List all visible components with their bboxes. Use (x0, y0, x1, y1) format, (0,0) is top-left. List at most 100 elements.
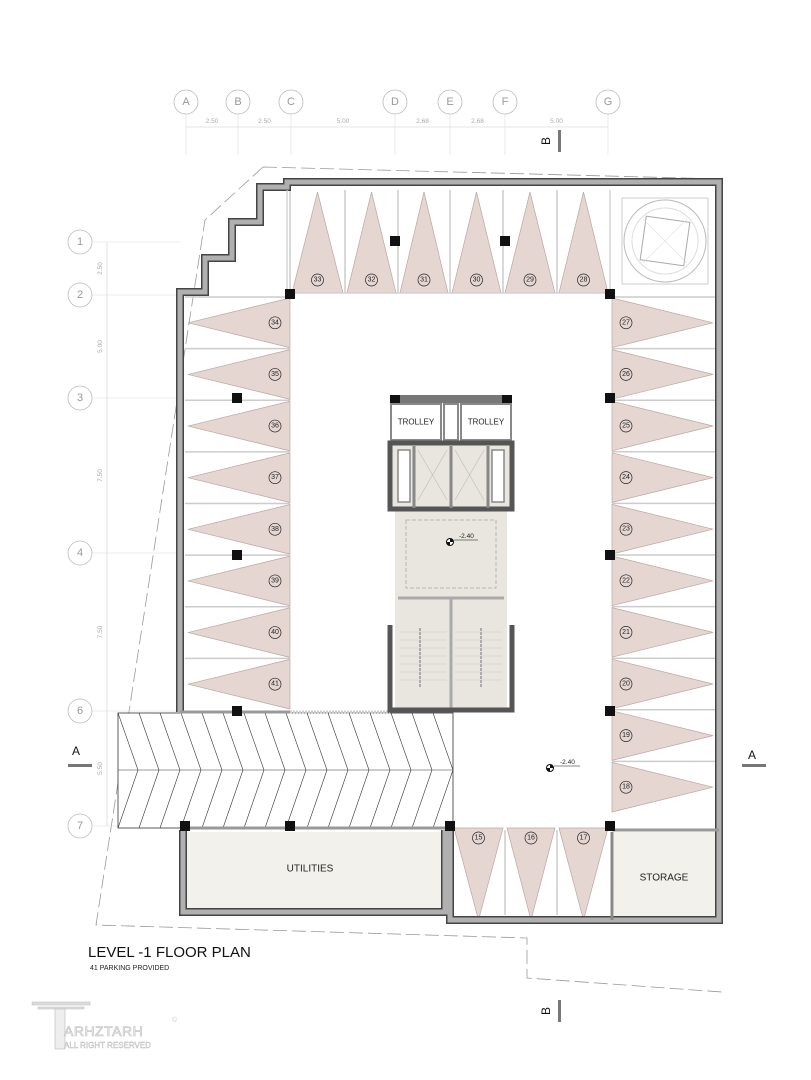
stall-number-circle (619, 419, 633, 433)
ramp-chevron (411, 712, 433, 829)
arhztarh-logo: ARHZTARH ALL RIGHT RESERVED © (31, 1001, 178, 1050)
stall-marking (611, 761, 714, 813)
stall-number: 25 (622, 423, 630, 430)
parking-stall: 35 (187, 349, 291, 400)
parking-stall: 33 (291, 191, 344, 294)
grid-bubble-row (67, 229, 93, 255)
grid-row-dim: 7.50 (97, 469, 104, 482)
ramp-chevron (243, 712, 265, 829)
grid-row-label: 4 (77, 547, 83, 559)
stall-number: 32 (368, 277, 376, 284)
plan-title: LEVEL -1 FLOOR PLAN (88, 944, 251, 961)
utilities-room (185, 832, 443, 912)
stall-number-circle (268, 316, 282, 330)
stall-number: 31 (420, 277, 428, 284)
ramp-chevron (159, 712, 181, 829)
column (232, 550, 242, 560)
section-marker-left: A (68, 744, 92, 767)
grid-col-dim: 5.00 (337, 118, 350, 125)
parking-stall: 20 (611, 658, 714, 710)
svg-text:A: A (72, 744, 80, 758)
column (605, 289, 615, 299)
grid-bubble-row (67, 540, 93, 566)
stall-number-circle (268, 471, 282, 485)
ramp-chevron (180, 712, 202, 829)
grid-row-dim: 5.00 (97, 340, 104, 353)
parking-stall: 24 (611, 452, 714, 503)
plan-subtitle: 41 PARKING PROVIDED (90, 965, 169, 972)
stall-marking (611, 452, 714, 503)
stall-number: 22 (622, 577, 630, 584)
ramp-chevron (222, 712, 244, 829)
stall-marking (506, 827, 556, 922)
stall-number-circle (311, 273, 324, 287)
grid-col-label: F (502, 96, 509, 108)
parking-stall: 23 (611, 503, 714, 555)
stall-number-circle (577, 831, 590, 845)
grid-col-dim: 2.68 (416, 118, 429, 125)
svg-text:©: © (172, 1016, 178, 1024)
stall-number-circle (619, 316, 633, 330)
trolley-right-label: TROLLEY (468, 418, 505, 427)
parking-stall: 31 (399, 191, 449, 294)
parking-stall: 32 (346, 191, 397, 294)
grid-bubble-col (437, 89, 463, 115)
stall-marking (187, 297, 291, 349)
column (605, 550, 615, 560)
spiral-stair (621, 197, 709, 285)
stall-number-circle (619, 522, 633, 536)
stall-number-circle (523, 273, 537, 287)
grid-bubble-row (67, 385, 93, 411)
grid-col-dim: 2.50 (206, 118, 219, 125)
parking-stall: 26 (611, 349, 714, 400)
stall-number: 37 (271, 474, 279, 481)
stall-number: 17 (580, 835, 588, 842)
stall-marking (611, 503, 714, 555)
parking-stall: 19 (611, 710, 714, 761)
exterior-walls (176, 178, 723, 924)
stall-number-circle (619, 626, 633, 639)
structural-columns (180, 236, 615, 831)
stall-number-circle (524, 831, 538, 845)
column (180, 821, 190, 831)
parking-stall: 39 (187, 555, 291, 607)
parking-stall: 34 (187, 297, 291, 349)
section-marker-bottom: B (539, 1000, 561, 1022)
column (390, 236, 400, 246)
parking-stall: 18 (611, 761, 714, 813)
parking-stall: 40 (187, 607, 291, 658)
storage-label: STORAGE (640, 873, 689, 884)
ramp-chevron (348, 712, 370, 829)
column (445, 821, 455, 831)
stall-number: 15 (475, 835, 483, 842)
ramp-chevron (432, 712, 454, 829)
parking-stall: 30 (451, 191, 502, 294)
stall-number-circle (470, 273, 483, 287)
svg-text:A: A (748, 748, 756, 762)
stall-marking (611, 400, 714, 452)
stall-marking (187, 658, 291, 710)
parking-stall: 27 (611, 297, 714, 349)
parking-stall: 28 (558, 191, 609, 294)
stall-marking (611, 555, 714, 607)
stall-marking (558, 827, 609, 922)
stall-number: 38 (271, 526, 279, 533)
stall-number: 27 (622, 319, 630, 326)
stall-number-circle (619, 368, 633, 381)
stall-number: 35 (271, 371, 279, 378)
parking-stall: 16 (506, 827, 556, 922)
grid-bubble-col (382, 89, 408, 115)
stall-number-circle (268, 574, 282, 588)
stall-marking (611, 297, 714, 349)
stall-marking (187, 400, 291, 452)
elevation-marker-parking: -2.40 (546, 759, 580, 772)
parking-stall: 38 (187, 504, 291, 555)
parking-stall: 15 (453, 827, 504, 922)
parking-stall: 22 (611, 555, 714, 607)
stall-number-circle (268, 368, 282, 381)
stall-number-circle (619, 574, 633, 588)
core-elevation: -2.40 (459, 533, 474, 540)
grid-row-label: 6 (77, 705, 83, 717)
grid-row-label: 1 (77, 236, 83, 248)
